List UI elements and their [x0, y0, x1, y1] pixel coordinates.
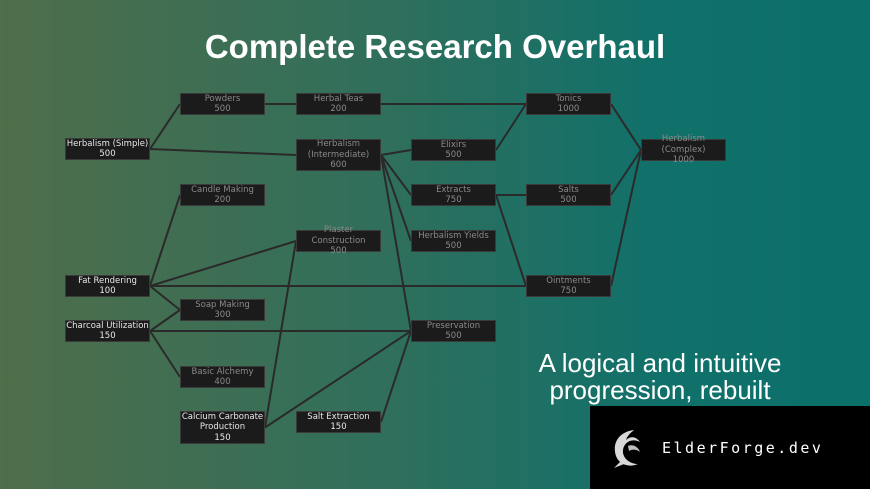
- research-node-name: Salt Extraction: [307, 411, 370, 422]
- brand-name: ElderForge.dev: [662, 438, 824, 457]
- link-fat-rendering-to-plaster-construction: [149, 240, 297, 287]
- research-node-cost: 300: [214, 310, 231, 320]
- link-salts-to-herbalism-complex: [610, 149, 642, 196]
- research-node-cost: 500: [445, 241, 462, 251]
- research-node-cost: 500: [99, 149, 116, 159]
- research-node-cost: 200: [214, 195, 231, 205]
- link-tonics-to-herbalism-complex: [610, 103, 642, 151]
- link-fat-rendering-to-soap-making: [149, 285, 181, 311]
- research-node-cost: 400: [214, 377, 231, 387]
- research-node-cost: 150: [99, 331, 116, 341]
- link-calcium-carbonate-production-to-preservation: [264, 330, 412, 429]
- research-node-name: Plaster Construction: [311, 225, 366, 246]
- research-node-cost: 500: [330, 246, 347, 257]
- link-herbalism-intermediate-to-extracts: [380, 154, 412, 196]
- research-node-name: Powders: [204, 93, 241, 104]
- link-elixirs-to-tonics: [495, 103, 527, 151]
- research-node-cost: 500: [445, 150, 462, 160]
- research-node-name: Preservation: [426, 320, 481, 331]
- research-node-cost: 500: [214, 104, 231, 114]
- research-node-herbalism-simple[interactable]: Herbalism (Simple)500: [65, 138, 150, 160]
- research-node-name: Herbalism (Complex): [661, 134, 706, 155]
- research-node-cost: 1000: [672, 155, 695, 166]
- link-herbalism-intermediate-to-elixirs: [380, 149, 412, 156]
- research-node-cost: 200: [330, 104, 347, 114]
- research-node-herbalism-complex[interactable]: Herbalism (Complex)1000: [641, 134, 726, 165]
- link-extracts-to-ointments: [495, 194, 527, 287]
- research-node-name: Calcium Carbonate Production: [181, 411, 264, 433]
- research-node-name: Herbalism Yields: [418, 230, 489, 241]
- research-node-name: Herbalism (Intermediate): [307, 139, 370, 160]
- research-node-name: Basic Alchemy: [191, 366, 254, 377]
- research-node-cost: 750: [445, 195, 462, 205]
- research-node-cost: 600: [330, 160, 347, 171]
- research-node-name: Herbal Teas: [313, 93, 364, 104]
- research-node-name: Extracts: [436, 184, 471, 195]
- link-herbalism-intermediate-to-herbalism-yields: [380, 154, 412, 242]
- link-herbalism-simple-to-powders: [149, 103, 181, 150]
- brand-banner: ElderForge.dev: [590, 406, 870, 489]
- research-node-herbalism-intermediate[interactable]: Herbalism (Intermediate)600: [296, 139, 381, 171]
- tagline-line: A logical and intuitive: [538, 348, 782, 378]
- research-node-name: Soap Making: [195, 299, 250, 310]
- dragon-logo-icon: [614, 429, 640, 468]
- tagline-line: progression, rebuilt: [549, 375, 771, 405]
- link-calcium-carbonate-production-to-plaster-construction: [264, 240, 297, 428]
- research-node-name: Herbalism (Simple): [66, 138, 149, 149]
- research-node-name: Candle Making: [191, 184, 254, 195]
- research-node-cost: 150: [214, 432, 231, 443]
- research-node-cost: 500: [445, 331, 462, 341]
- research-node-cost: 1000: [557, 104, 580, 114]
- link-charcoal-utilization-to-basic-alchemy: [149, 330, 181, 378]
- link-ointments-to-herbalism-complex: [610, 149, 642, 287]
- research-node-name: Fat Rendering: [78, 275, 137, 286]
- research-node-name: Charcoal Utilization: [66, 320, 149, 331]
- research-node-cost: 100: [99, 286, 116, 296]
- link-herbalism-simple-to-herbalism-intermediate: [149, 148, 297, 156]
- page-title: Complete Research Overhaul: [204, 28, 666, 65]
- research-node-name: Tonics: [555, 93, 582, 104]
- link-fat-rendering-to-candle-making: [149, 194, 181, 287]
- research-node-name: Salts: [558, 184, 579, 195]
- research-node-name: Ointments: [546, 275, 591, 286]
- research-node-cost: 150: [330, 422, 347, 432]
- research-node-cost: 500: [560, 195, 577, 205]
- link-salt-extraction-to-preservation: [380, 330, 412, 423]
- link-charcoal-utilization-to-soap-making: [149, 309, 181, 332]
- research-node-name: Elixirs: [440, 139, 467, 150]
- research-node-cost: 750: [560, 286, 577, 296]
- link-herbalism-intermediate-to-preservation: [380, 154, 412, 332]
